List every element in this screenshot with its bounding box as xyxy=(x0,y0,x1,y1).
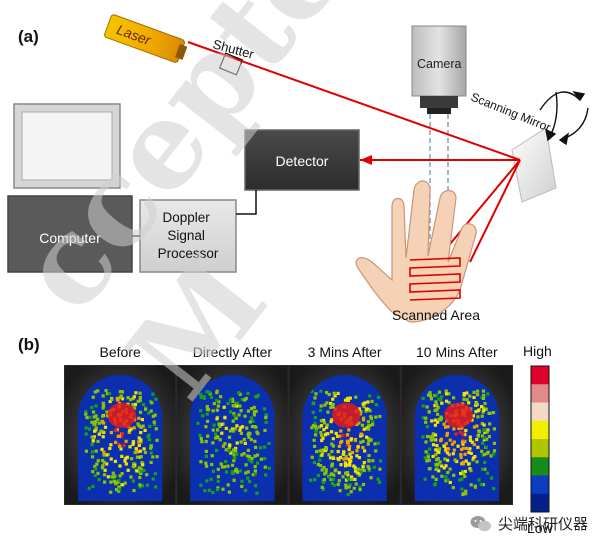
scanned-area-label: Scanned Area xyxy=(392,307,480,323)
flow-image-title: 10 Mins After xyxy=(416,344,498,360)
color-scale-step xyxy=(531,493,549,513)
scale-low-label: Low xyxy=(527,520,554,536)
flow-image-4 xyxy=(401,366,512,504)
color-scale-step xyxy=(531,366,549,385)
hotspot xyxy=(331,402,361,428)
color-scale-step xyxy=(531,402,549,422)
color-scale-border xyxy=(530,365,550,513)
laser: Laser xyxy=(104,14,188,63)
hand xyxy=(355,180,477,323)
wechat-badge: 尖端科研仪器 xyxy=(470,513,588,534)
wechat-icon xyxy=(470,515,491,531)
flow-image-strip: Before Directly After 3 Mins After 10 Mins … xyxy=(64,344,513,505)
flow-image-1 xyxy=(65,366,176,504)
flow-image-2 xyxy=(177,366,288,504)
color-scale-step xyxy=(531,439,549,458)
panel-b-label: (b) xyxy=(18,335,40,354)
hotspot xyxy=(107,402,137,428)
processor-label-line3: Processor xyxy=(158,246,219,261)
flow-image-title: 3 Mins After xyxy=(308,344,382,360)
hotspot xyxy=(444,402,473,428)
signal-cables xyxy=(132,190,257,237)
flow-image-3 xyxy=(289,366,400,504)
flow-image-title: Before xyxy=(100,344,141,360)
rotation-arrows-icon xyxy=(539,90,589,146)
perfusion-map xyxy=(309,389,383,497)
computer xyxy=(7,103,133,273)
perfusion-map xyxy=(196,389,271,495)
processor-label-line2: Signal xyxy=(167,228,205,243)
perfusion-map xyxy=(84,389,159,494)
camera xyxy=(411,25,467,114)
processor-label: Doppler Signal Processor xyxy=(158,210,219,261)
scale-high-label: High xyxy=(523,343,552,359)
color-scale-step xyxy=(531,420,549,440)
perfusion-map xyxy=(421,389,497,497)
detector-box xyxy=(244,129,360,191)
wechat-label: 尖端科研仪器 xyxy=(497,516,588,533)
panel-a-label: (a) xyxy=(18,27,39,46)
color-scale xyxy=(530,365,550,513)
scanning-mirror xyxy=(511,127,557,203)
color-scale-step xyxy=(531,457,549,476)
processor-label-line1: Doppler xyxy=(162,210,210,225)
flow-image-title: Directly After xyxy=(193,344,273,360)
scanned-area-raster xyxy=(409,257,461,301)
scanning-mirror-label: Scanning Mirror xyxy=(469,90,553,135)
camera-label: Camera xyxy=(417,57,462,71)
detector-label: Detector xyxy=(276,153,329,169)
computer-label: Computer xyxy=(39,230,101,246)
processor-box xyxy=(139,199,237,273)
color-scale-step xyxy=(531,384,549,403)
beam-arrow-icon xyxy=(360,155,372,165)
color-scale-step xyxy=(531,475,549,495)
